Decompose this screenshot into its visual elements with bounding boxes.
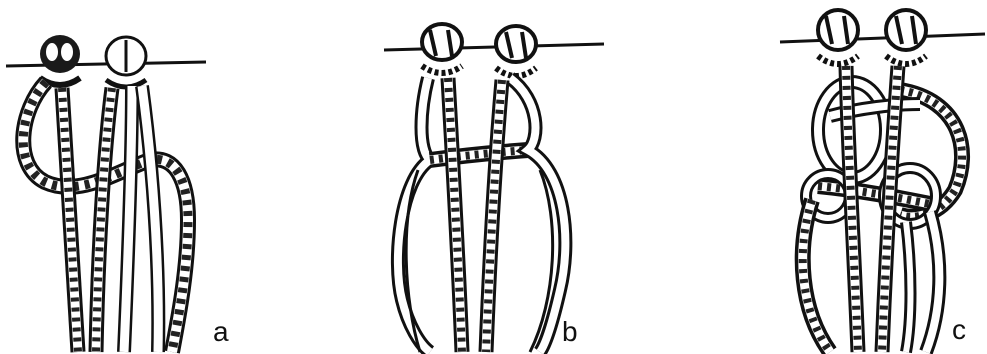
holding-rod <box>384 44 604 50</box>
panel-c <box>780 10 985 352</box>
panel-b <box>384 24 604 352</box>
panel-label-b: b <box>562 318 578 346</box>
mounting-knot-left <box>40 35 80 85</box>
panel-a <box>6 35 206 352</box>
mounting-knot-right <box>496 26 536 76</box>
holding-rod <box>780 34 985 42</box>
mounting-knot-left <box>818 10 858 64</box>
mounting-knot-right <box>106 37 146 87</box>
mounting-knot-right <box>886 10 926 64</box>
panel-label-a: a <box>213 318 229 346</box>
panel-label-c: c <box>952 316 966 344</box>
mounting-knot-left <box>422 24 462 73</box>
